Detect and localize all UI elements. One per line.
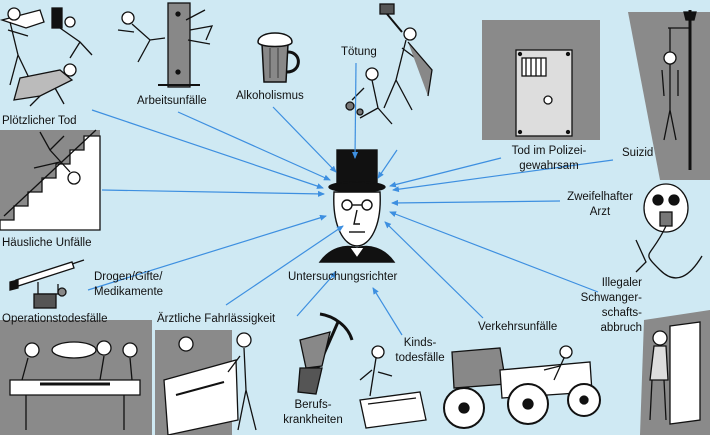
- doorway-woman-icon: [640, 310, 710, 435]
- label-kindstodesfaelle: Kinds- todesfälle: [392, 336, 448, 366]
- label-tod-im-polizeigewahrsam: Tod im Polizei- gewahrsam: [494, 144, 604, 174]
- tractor-icon: [443, 345, 601, 429]
- label-untersuchungsrichter: Untersuchungsrichter: [288, 271, 398, 283]
- label-haeusliche-unfaelle: Häusliche Unfälle: [2, 237, 92, 249]
- label-drogen-gifte-medikamente: Drogen/Gifte/ Medikamente: [94, 270, 163, 300]
- cradle-icon: [359, 345, 427, 429]
- label-line: Zweifelhafter: [567, 191, 633, 203]
- syringe-icon: [9, 259, 85, 309]
- collapse-icon: [0, 7, 93, 107]
- label-line: Berufs-: [294, 399, 332, 411]
- label-arbeitsunfaelle: Arbeitsunfälle: [137, 95, 207, 107]
- label-operationstodesfaelle: Operationstodesfälle: [2, 313, 108, 325]
- surgery-icon: [0, 320, 152, 435]
- attacker-icon: [345, 3, 433, 125]
- stairs-fall-icon: [0, 129, 101, 231]
- crushed-worker-icon: [117, 2, 214, 88]
- label-line: Medikamente: [94, 286, 164, 298]
- pickaxe-icon: [297, 312, 354, 395]
- label-line: gewahrsam: [519, 160, 579, 172]
- label-suizid: Suizid: [622, 147, 654, 159]
- label-illegaler-schwangerschaftsabbruch: Illegaler Schwanger- schafts- abbruch: [570, 276, 642, 336]
- label-line: krankheiten: [283, 414, 343, 426]
- label-line: todesfälle: [395, 352, 445, 364]
- label-toetung: Tötung: [341, 46, 377, 58]
- label-line: Illegaler: [601, 277, 642, 289]
- cell-door-icon: [482, 20, 600, 140]
- arrows: [87, 62, 614, 336]
- label-line: Arzt: [589, 206, 611, 218]
- label-line: abbruch: [600, 322, 642, 334]
- label-aerztliche-fahrlaessigkeit: Ärztliche Fahrlässigkeit: [157, 313, 276, 325]
- label-line: Drogen/Gifte/: [94, 271, 163, 283]
- label-ploetzlicher-tod: Plötzlicher Tod: [2, 115, 77, 127]
- label-line: Kinds-: [403, 337, 437, 349]
- hanging-figure-icon: [628, 10, 710, 180]
- gas-mask-icon: [635, 183, 703, 279]
- label-line: Schwanger-: [580, 292, 642, 304]
- label-alkoholismus: Alkoholismus: [236, 90, 304, 102]
- beer-mug-icon: [257, 32, 300, 83]
- label-zweifelhafter-arzt: Zweifelhafter Arzt: [560, 190, 640, 220]
- label-verkehrsunfaelle: Verkehrsunfälle: [478, 321, 558, 333]
- label-line: Tod im Polizei-: [511, 145, 587, 157]
- label-line: schafts-: [601, 307, 642, 319]
- doctors-icon: [155, 330, 257, 435]
- label-berufskrankheiten: Berufs- krankheiten: [268, 398, 358, 428]
